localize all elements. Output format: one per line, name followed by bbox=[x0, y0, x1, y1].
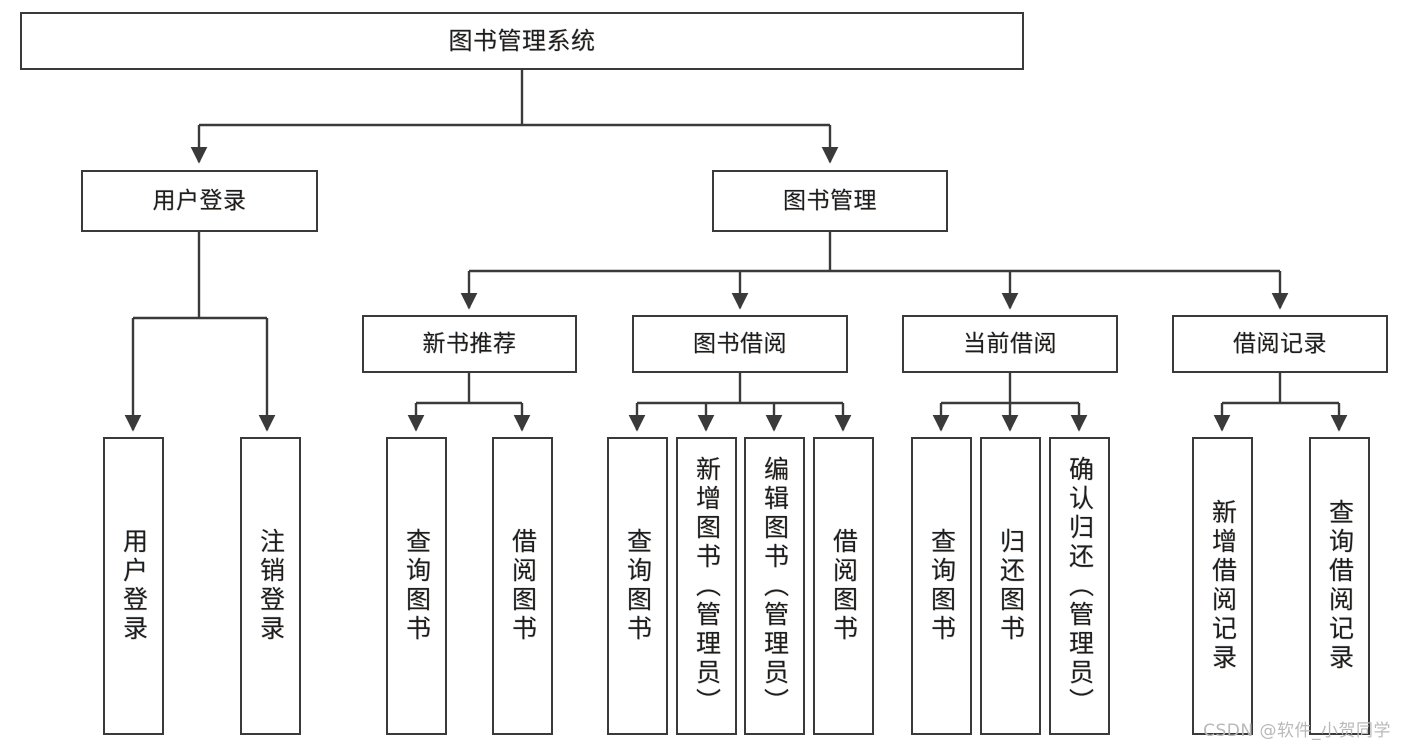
leaf-query-book-1[interactable]: 查询图书 bbox=[386, 437, 447, 735]
leaf-confirm-return[interactable]: 确认归还（管理员） bbox=[1049, 437, 1110, 735]
node-label: 编辑图书（管理员） bbox=[760, 455, 790, 717]
node-book-manage[interactable]: 图书管理 bbox=[712, 170, 948, 232]
node-label: 确认归还（管理员） bbox=[1065, 455, 1095, 717]
node-label: 借阅记录 bbox=[1233, 330, 1327, 357]
leaf-query-record[interactable]: 查询借阅记录 bbox=[1309, 437, 1370, 735]
leaf-query-book-2[interactable]: 查询图书 bbox=[607, 437, 668, 735]
node-label: 图书管理 bbox=[783, 187, 877, 214]
node-current-borrow[interactable]: 当前借阅 bbox=[902, 315, 1118, 373]
node-label: 新增借阅记录 bbox=[1208, 499, 1238, 673]
leaf-user-logout[interactable]: 注销登录 bbox=[240, 437, 301, 735]
node-label: 新书推荐 bbox=[422, 330, 517, 357]
leaf-user-login[interactable]: 用户登录 bbox=[103, 437, 164, 735]
leaf-edit-book[interactable]: 编辑图书（管理员） bbox=[744, 437, 805, 735]
node-user-login[interactable]: 用户登录 bbox=[81, 170, 318, 232]
node-label: 用户登录 bbox=[119, 528, 149, 644]
node-book-borrow[interactable]: 图书借阅 bbox=[632, 315, 848, 373]
node-label: 图书借阅 bbox=[693, 330, 787, 357]
node-label: 查询图书 bbox=[623, 528, 653, 644]
leaf-borrow-book-2[interactable]: 借阅图书 bbox=[813, 437, 874, 735]
node-label: 新增图书（管理员） bbox=[692, 455, 722, 717]
node-label: 用户登录 bbox=[152, 187, 247, 214]
node-label: 借阅图书 bbox=[508, 528, 538, 644]
node-label: 注销登录 bbox=[256, 528, 286, 644]
leaf-return-book[interactable]: 归还图书 bbox=[980, 437, 1041, 735]
node-root-system[interactable]: 图书管理系统 bbox=[20, 12, 1024, 70]
node-label: 查询借阅记录 bbox=[1325, 499, 1355, 673]
node-label: 查询图书 bbox=[927, 528, 957, 644]
node-new-book-rec[interactable]: 新书推荐 bbox=[362, 315, 577, 373]
node-label: 图书管理系统 bbox=[448, 27, 596, 55]
node-label: 借阅图书 bbox=[829, 528, 859, 644]
leaf-borrow-book-1[interactable]: 借阅图书 bbox=[492, 437, 553, 735]
leaf-add-record[interactable]: 新增借阅记录 bbox=[1192, 437, 1253, 735]
node-borrow-record[interactable]: 借阅记录 bbox=[1172, 315, 1388, 373]
node-label: 查询图书 bbox=[402, 528, 432, 644]
leaf-query-book-3[interactable]: 查询图书 bbox=[911, 437, 972, 735]
node-label: 当前借阅 bbox=[963, 330, 1057, 357]
node-label: 归还图书 bbox=[996, 528, 1026, 644]
csdn-watermark: CSDN @软件_小贺同学 bbox=[1203, 721, 1391, 741]
leaf-add-book[interactable]: 新增图书（管理员） bbox=[676, 437, 737, 735]
